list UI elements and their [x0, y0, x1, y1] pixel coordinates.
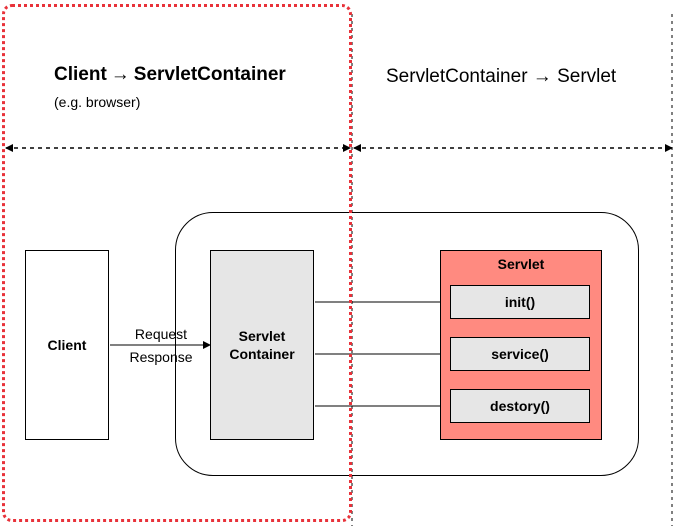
client-label: Client — [47, 337, 87, 353]
server-frame — [175, 212, 639, 476]
highlight-region — [2, 4, 352, 522]
left-section-title: Client→ServletContainer — [54, 64, 286, 86]
servlet-container-node: Servlet Container — [210, 250, 314, 440]
method-service: service() — [450, 337, 590, 371]
container-label-line2: Container — [229, 346, 295, 362]
left-title-end: ServletContainer — [133, 64, 286, 85]
method-destroy: destory() — [450, 389, 590, 423]
left-section-subtitle: (e.g. browser) — [54, 94, 141, 110]
method-service-label: service() — [491, 346, 549, 362]
right-section-title: ServletContainer → Servlet — [386, 66, 617, 87]
left-title-arrow: → — [110, 64, 130, 85]
container-label-line1: Servlet — [238, 328, 286, 344]
left-title-start: Client — [54, 64, 107, 85]
method-init: init() — [450, 285, 590, 319]
method-init-label: init() — [504, 294, 536, 310]
client-node: Client — [25, 250, 109, 440]
request-label: Request — [134, 326, 188, 342]
method-destroy-label: destory() — [490, 398, 550, 414]
servlet-label: Servlet — [497, 256, 545, 272]
response-label: Response — [129, 349, 193, 365]
